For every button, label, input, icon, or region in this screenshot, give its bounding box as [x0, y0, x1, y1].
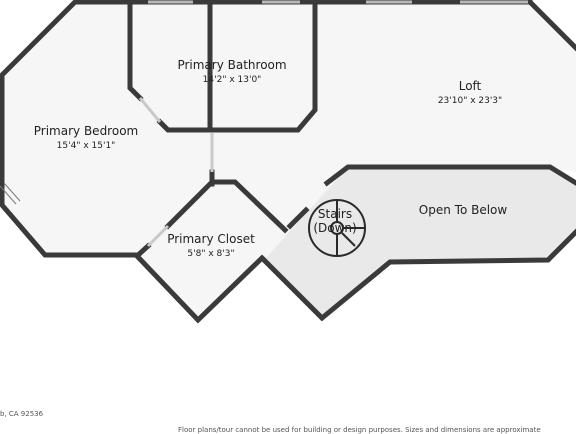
railing-upper: [323, 164, 576, 187]
open-to-below-label: Open To Below: [419, 203, 508, 217]
bathroom-bottom-wall: [156, 0, 318, 133]
closet-right-wall: [209, 179, 289, 234]
bedroom-left-window: [0, 182, 21, 205]
railing-lower: [260, 228, 576, 322]
bathroom-wall: [127, 0, 144, 102]
bedroom-exterior-wall: [0, 0, 140, 258]
bedroom-floor: [0, 0, 212, 255]
property-address: b, CA 92536: [0, 410, 44, 418]
floor-plan-disclaimer: Floor plans/tour cannot be used for buil…: [178, 426, 541, 434]
bathroom-floor: [130, 0, 315, 130]
room-dims-loft: 23'10" x 23'3": [438, 96, 502, 106]
room-name-loft: Loft: [459, 79, 482, 93]
open-to-below-railing: [286, 206, 310, 230]
spiral-stair-icon: [308, 199, 366, 257]
room-name-primary-bathroom: Primary Bathroom: [177, 58, 286, 72]
bathroom-door: [138, 97, 162, 123]
room-name-primary-bedroom: Primary Bedroom: [34, 124, 138, 138]
room-name-primary-closet: Primary Closet: [167, 232, 255, 246]
closet-door: [146, 224, 170, 248]
open-to-below-area: [264, 167, 576, 318]
loft-floor: [212, 0, 576, 260]
closet-lower-walls: [133, 242, 266, 324]
room-dims-primary-bathroom: 14'2" x 13'0": [203, 75, 262, 85]
stairs-label: Stairs: [318, 207, 352, 221]
closet-floor: [137, 182, 285, 320]
closet-walls: [164, 178, 216, 230]
loft-exterior-wall: [526, 0, 576, 52]
room-dims-primary-closet: 5'8" x 8'3": [187, 249, 234, 259]
stairs-direction-label: (Down): [313, 221, 356, 235]
room-dims-primary-bedroom: 15'4" x 15'1": [57, 141, 116, 151]
